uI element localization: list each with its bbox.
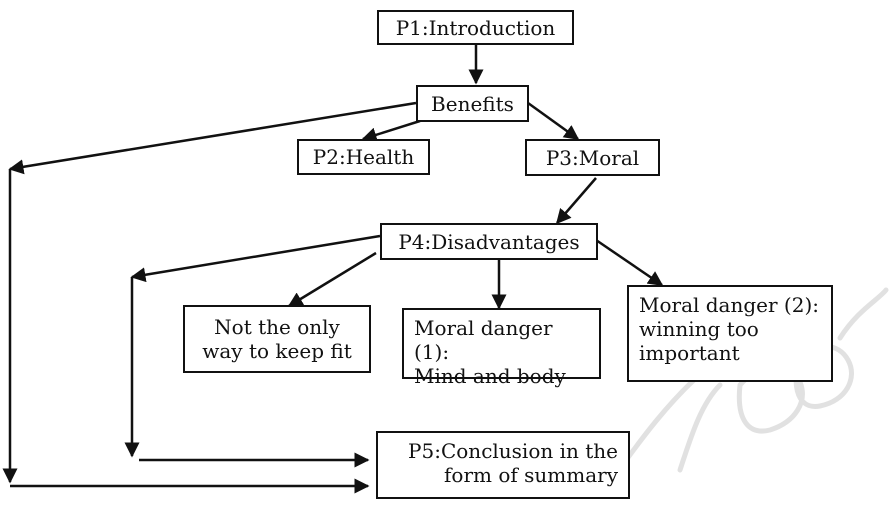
moral-danger-2-node: Moral danger (2): winning too important	[627, 285, 833, 382]
fitness-node: Not the only way to keep fit	[183, 305, 371, 373]
benefits-node: Benefits	[416, 85, 529, 122]
moral-danger-1-node: Moral danger (1): Mind and body	[402, 308, 601, 388]
arrow-benefits-to-health	[361, 119, 421, 143]
intro-node: P1:Introduction	[377, 10, 574, 45]
arrow-disadvantages-to-inner-track	[130, 234, 381, 283]
arrow-benefits-to-left-track	[8, 101, 417, 175]
arrow-disadvantages-to-moral-danger-2	[595, 238, 664, 287]
arrow-benefits-to-moral	[527, 101, 580, 141]
moral-node: P3:Moral	[525, 139, 660, 176]
health-node: P2:Health	[297, 139, 430, 175]
arrow-disadvantages-to-fitness	[287, 251, 377, 308]
arrow-moral-to-disadvantages	[556, 177, 597, 225]
disadvantages-node: P4:Disadvantages	[380, 223, 598, 260]
conclusion-node: P5:Conclusion in the form of summary	[376, 431, 630, 499]
